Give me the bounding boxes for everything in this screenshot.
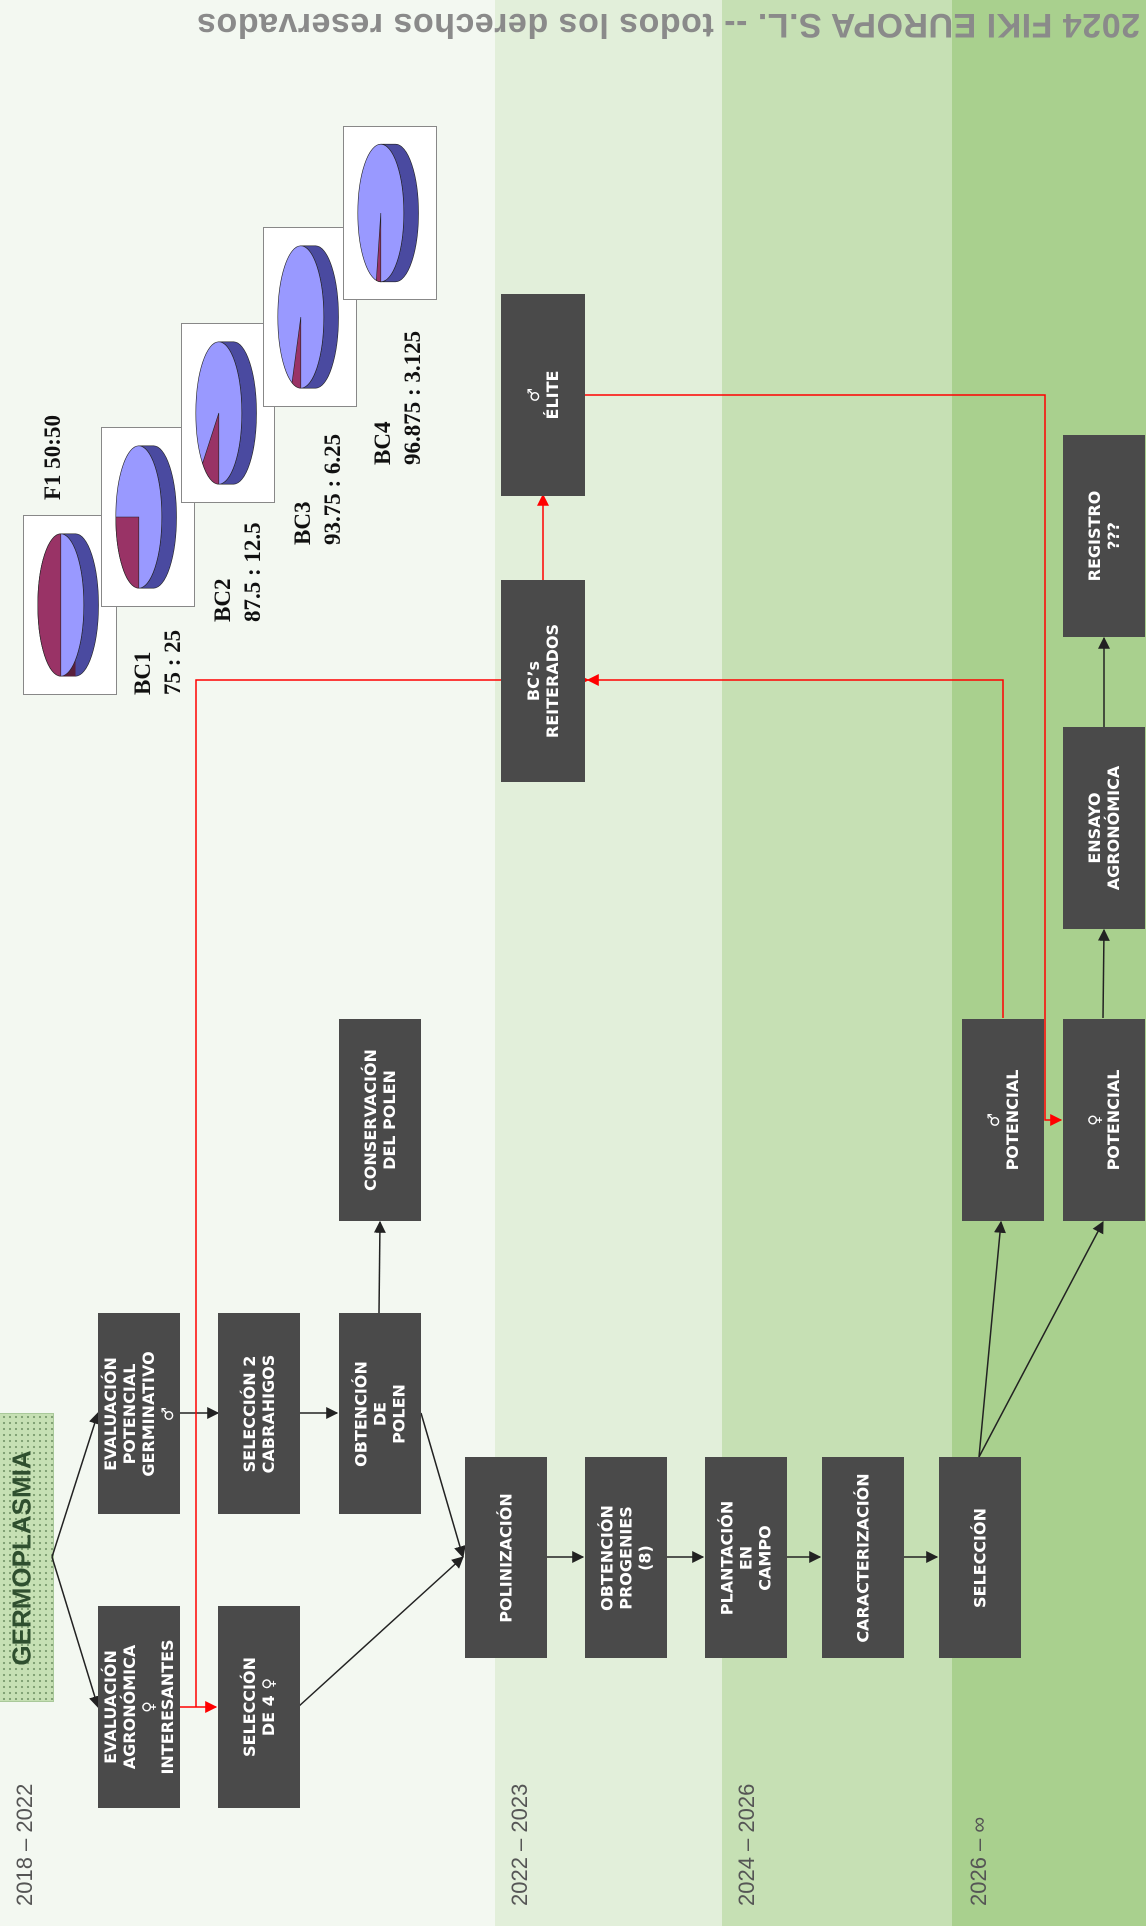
seleccion-4-label: SELECCIÓN DE 4 ♀ bbox=[240, 1656, 278, 1758]
arrow-germo-to-eval-agronomica bbox=[51, 1556, 101, 1709]
eval-agronomica-label: EVALUACIÓN AGRONÓMICA ♀ INTERESANTES bbox=[101, 1639, 177, 1775]
plantacion-label: PLANTACIÓN EN CAMPO bbox=[717, 1500, 775, 1615]
pie-frame-bc1 bbox=[101, 427, 195, 607]
arrow-seleccion-4-to-polinizacion bbox=[297, 1556, 464, 1708]
arrow-seleccion-to-potencial-macho bbox=[978, 1220, 1006, 1458]
conservacion-polen-label: CONSERVACIÓN DEL POLEN bbox=[361, 1049, 399, 1191]
period-band-1 bbox=[0, 0, 495, 1926]
registro-box: REGISTRO ??? bbox=[1063, 435, 1145, 637]
pie-frame-bc3 bbox=[263, 227, 357, 407]
plantacion-box: PLANTACIÓN EN CAMPO bbox=[705, 1457, 787, 1658]
potencial-hembra-box: ♀ POTENCIAL bbox=[1063, 1019, 1145, 1221]
pie-frame-bc2 bbox=[181, 323, 275, 503]
elite-box: ♂ ÉLITE bbox=[501, 294, 585, 496]
pie-label-bc3: BC3 93.75 : 6.25 bbox=[290, 433, 345, 545]
potencial-macho-label: ♂ POTENCIAL bbox=[984, 1069, 1022, 1171]
caracterizacion-label: CARACTERIZACIÓN bbox=[853, 1472, 873, 1643]
pie-chart-bc1 bbox=[115, 445, 177, 589]
pie-label-bc4: BC4 96.875 : 3.125 bbox=[370, 330, 425, 465]
registro-label: REGISTRO ??? bbox=[1085, 490, 1123, 582]
obtencion-progenies-box: OBTENCIÓN PROGENIES (8) bbox=[585, 1457, 667, 1658]
germoplasma-block: GERMOPLASMIA bbox=[0, 1413, 54, 1702]
caracterizacion-box: CARACTERIZACIÓN bbox=[822, 1457, 904, 1658]
seleccion-2-box: SELECCIÓN 2 CABRAHIGOS bbox=[218, 1313, 300, 1514]
obtencion-polen-box: OBTENCIÓN DE POLEN bbox=[339, 1313, 421, 1514]
pie-label-bc1: BC1 75 : 25 bbox=[130, 629, 185, 695]
potencial-hembra-label: ♀ POTENCIAL bbox=[1085, 1069, 1123, 1171]
eval-potencial-label: EVALUACIÓN POTENCIAL GERMINATIVO ♂ bbox=[101, 1350, 177, 1477]
conservacion-polen-box: CONSERVACIÓN DEL POLEN bbox=[339, 1019, 421, 1221]
pie-frame-bc4 bbox=[343, 126, 437, 300]
seleccion-box: SELECCIÓN bbox=[939, 1457, 1021, 1658]
red-arrow-potencial-macho-to-bcs bbox=[586, 674, 1004, 1018]
polinizacion-box: POLINIZACIÓN bbox=[465, 1457, 547, 1658]
pie-chart-bc3 bbox=[277, 245, 339, 389]
eval-agronomica-box: EVALUACIÓN AGRONÓMICA ♀ INTERESANTES bbox=[98, 1606, 180, 1808]
polinizacion-label: POLINIZACIÓN bbox=[496, 1492, 516, 1623]
seleccion-2-label: SELECCIÓN 2 CABRAHIGOS bbox=[240, 1354, 278, 1473]
pie-slice-red-f1 bbox=[37, 533, 62, 677]
eval-potencial-box: EVALUACIÓN POTENCIAL GERMINATIVO ♂ bbox=[98, 1313, 180, 1514]
potencial-macho-box: ♂ POTENCIAL bbox=[962, 1019, 1044, 1221]
ensayo-label: ENSAYO AGRONÓMICA bbox=[1085, 765, 1123, 891]
pie-slice-red-bc2 bbox=[202, 412, 220, 485]
elite-label: ♂ ÉLITE bbox=[524, 370, 562, 420]
pie-chart-bc2 bbox=[195, 341, 257, 485]
arrow-obtencion-polen-to-polinizacion bbox=[420, 1412, 466, 1559]
red-arrow-elite-to-potencial-hembra bbox=[585, 394, 1063, 1126]
arrow-potencial-hembra-to-ensayo bbox=[1097, 928, 1110, 1019]
arrow-obtencion-polen-to-conservacion bbox=[373, 1220, 386, 1314]
red-arrow-bc-loop bbox=[195, 674, 590, 1707]
obtencion-progenies-label: OBTENCIÓN PROGENIES (8) bbox=[597, 1504, 655, 1611]
pie-label-bc2: BC2 87.5 : 12.5 bbox=[210, 522, 265, 622]
seleccion-label: SELECCIÓN bbox=[970, 1507, 990, 1608]
arrow-seleccion-to-potencial-hembra bbox=[978, 1220, 1104, 1458]
pie-slice-red-bc1 bbox=[115, 516, 140, 589]
bcs-reiterados-label: BC’s REITERADOS bbox=[524, 623, 562, 739]
seleccion-4-box: SELECCIÓN DE 4 ♀ bbox=[218, 1606, 300, 1808]
pie-chart-f1 bbox=[37, 533, 99, 677]
pie-chart-bc4 bbox=[357, 143, 419, 283]
pie-slice-red-bc4 bbox=[376, 212, 382, 283]
ensayo-box: ENSAYO AGRONÓMICA bbox=[1063, 727, 1145, 929]
bcs-reiterados-box: BC’s REITERADOS bbox=[501, 580, 585, 782]
arrow-germo-to-eval-potencial bbox=[51, 1411, 101, 1558]
obtencion-polen-label: OBTENCIÓN DE POLEN bbox=[351, 1360, 409, 1467]
pie-slice-red-bc3 bbox=[291, 316, 302, 389]
pie-label-f1: F1 50:50 bbox=[40, 415, 65, 500]
